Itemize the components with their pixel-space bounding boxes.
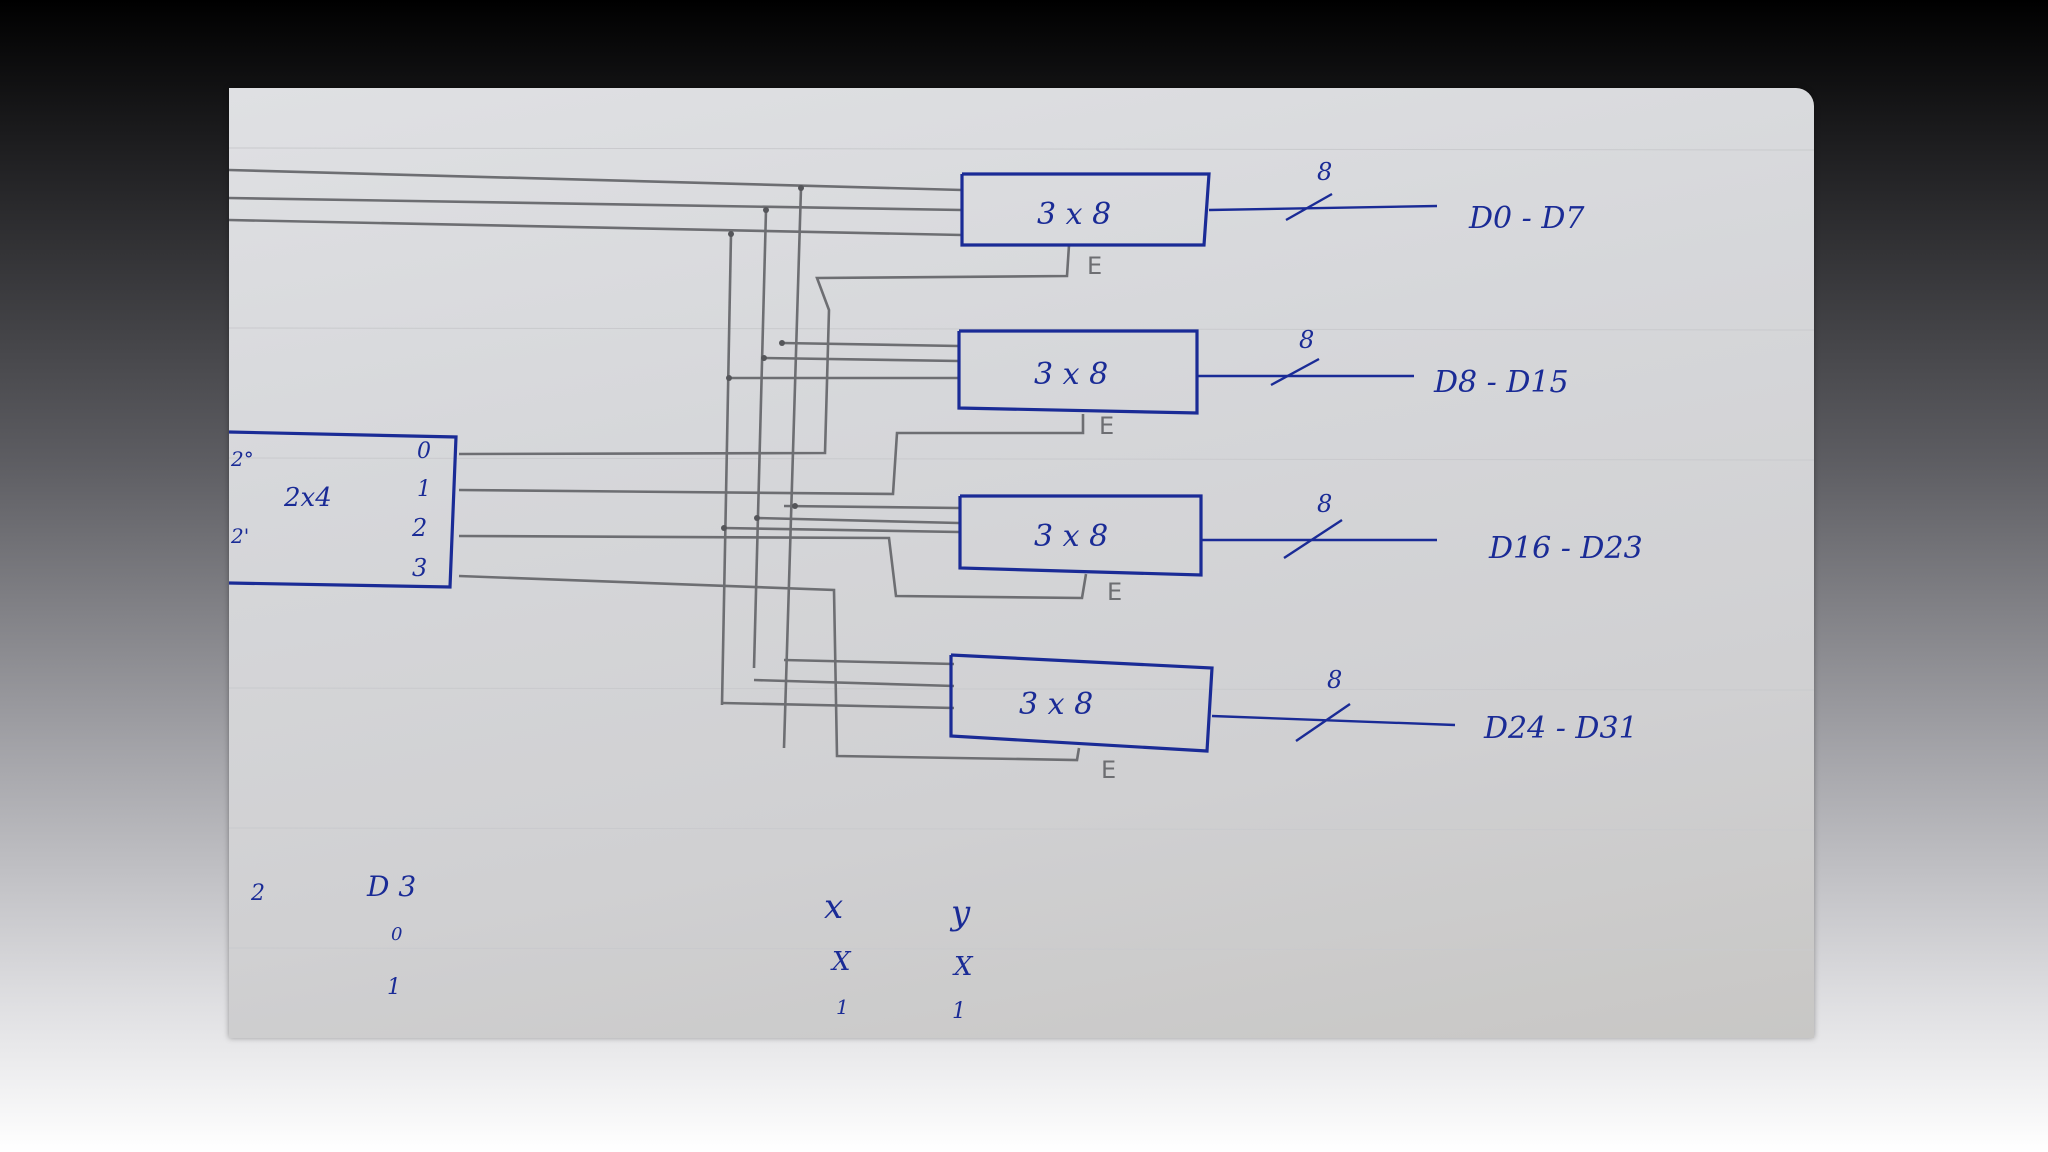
enable-label: E: [1099, 412, 1114, 440]
decoder-2x4-output-2: 2: [411, 514, 427, 542]
output-label-d0-d7: D0 - D7: [1468, 201, 1585, 236]
decoder-3x8-1: 3 x 8 E 8 D8 - D15: [959, 326, 1569, 440]
decoder-3x8-label: 3 x 8: [1034, 519, 1108, 554]
enable-label: E: [1087, 252, 1102, 280]
enable-label: E: [1101, 756, 1116, 784]
note-col2-row2: 1: [387, 975, 401, 1000]
decoder-3x8-3: 3 x 8 E 8 D24 - D31: [951, 655, 1638, 784]
bottom-notes: 2 D 3 0 1 x y X X 1 1: [250, 870, 974, 1024]
decoder-2x4-output-3: 3: [412, 554, 427, 582]
note-x-row2: 1: [836, 995, 849, 1019]
decoder-3x8-0: 3 x 8 E 8 D0 - D7: [962, 158, 1585, 280]
note-y-row2: 1: [952, 999, 966, 1024]
note-col2-header: D 3: [366, 870, 416, 903]
decoder-2x4-input-1: 2': [230, 524, 249, 548]
note-x-header: x: [824, 887, 843, 927]
output-label-d16-d23: D16 - D23: [1488, 531, 1643, 566]
note-y-header: y: [949, 893, 971, 933]
note-col1-header: 2: [250, 881, 265, 906]
decoder-3x8-label: 3 x 8: [1037, 197, 1111, 232]
enable-label: E: [1107, 578, 1122, 606]
notebook-photo: 2x4 2° 2' 0 1 2 3 3 x 8 E 8 D0 - D7 3 x …: [229, 88, 1814, 1038]
decoder-2x4-input-0: 2°: [230, 447, 254, 471]
decoder-3x8-label: 3 x 8: [1034, 357, 1108, 392]
note-x-row1: X: [830, 947, 852, 977]
input-lines: [229, 170, 1086, 760]
note-col2-row1: 0: [391, 924, 402, 945]
decoder-2x4-output-1: 1: [417, 477, 431, 502]
decoder-3x8-label: 3 x 8: [1019, 687, 1093, 722]
decoder-3x8-2: 3 x 8 E 8 D16 - D23: [960, 490, 1643, 606]
decoder-2x4-label: 2x4: [283, 483, 332, 513]
output-label-d24-d31: D24 - D31: [1483, 711, 1638, 746]
bus-width-label: 8: [1317, 158, 1332, 186]
note-y-row1: X: [952, 952, 974, 982]
decoder-2x4: 2x4 2° 2' 0 1 2 3: [229, 432, 456, 587]
bus-width-label: 8: [1299, 326, 1314, 354]
decoder-circuit-diagram: 2x4 2° 2' 0 1 2 3 3 x 8 E 8 D0 - D7 3 x …: [229, 88, 1814, 1038]
bus-width-label: 8: [1317, 490, 1332, 518]
output-label-d8-d15: D8 - D15: [1433, 365, 1569, 400]
bus-width-label: 8: [1327, 666, 1342, 694]
decoder-2x4-output-0: 0: [417, 439, 431, 464]
